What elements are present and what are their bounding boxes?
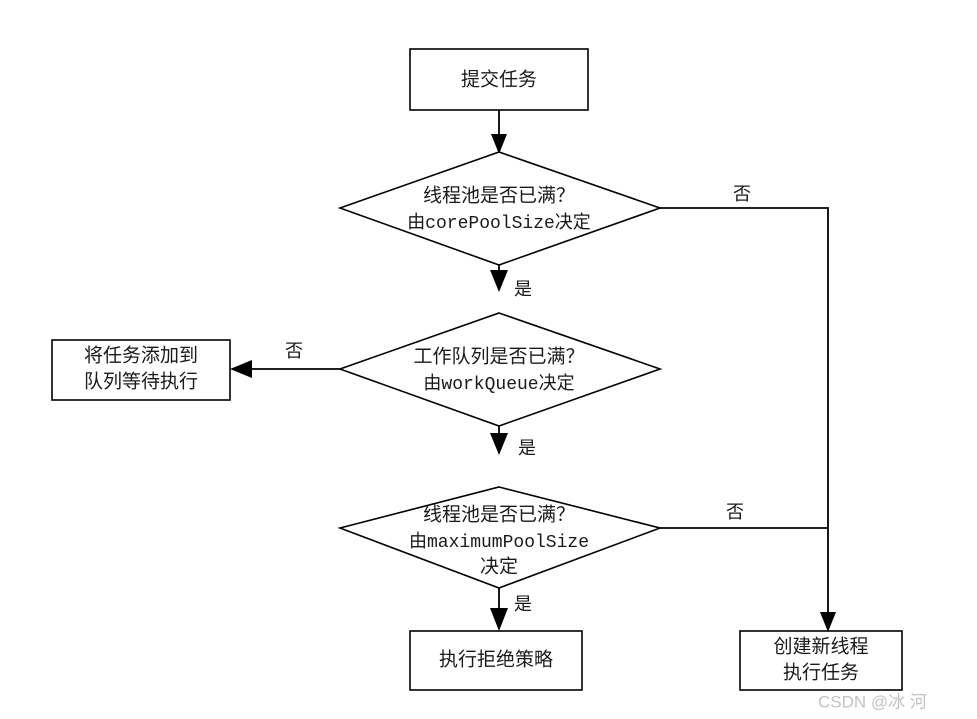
edge-queue-no-to-add	[230, 360, 340, 378]
edge-label-core-no: 否	[733, 184, 751, 204]
csdn-watermark: CSDN @冰 河	[818, 692, 927, 711]
node-core-pool-full-decision[interactable]: 线程池是否已满？ 由corePoolSize决定	[337, 151, 663, 266]
node-max-pool-full-line1: 线程池是否已满？	[423, 503, 575, 525]
node-submit-task-label: 提交任务	[461, 68, 537, 90]
edge-core-no-to-create-thread	[660, 207, 836, 632]
arrow-head-icon	[490, 270, 508, 292]
node-work-queue-full-line1: 工作队列是否已满？	[413, 345, 584, 367]
arrow-head-icon	[820, 612, 836, 632]
node-max-pool-full-line2: 由maximumPoolSize	[409, 531, 589, 553]
edge-label-core-yes: 是	[514, 279, 532, 299]
node-max-pool-full-line3: 决定	[480, 555, 518, 577]
node-create-thread-line2: 执行任务	[783, 661, 859, 683]
edge-label-queue-no: 否	[285, 341, 303, 361]
node-add-to-queue-line2: 队列等待执行	[84, 370, 198, 392]
arrow-head-icon	[490, 608, 508, 631]
node-work-queue-full-decision[interactable]: 工作队列是否已满？ 由workQueue决定	[337, 312, 663, 427]
edge-label-queue-yes: 是	[518, 438, 536, 458]
edge-label-max-no: 否	[726, 502, 744, 522]
node-core-pool-full-line1: 线程池是否已满？	[423, 184, 575, 206]
node-create-thread-line1: 创建新线程	[773, 635, 868, 657]
edge-submit-to-core	[491, 110, 507, 154]
node-create-thread[interactable]: 创建新线程 执行任务	[739, 630, 903, 691]
node-core-pool-full-line2: 由corePoolSize决定	[407, 212, 591, 234]
node-max-pool-full-decision[interactable]: 线程池是否已满？ 由maximumPoolSize 决定	[337, 486, 663, 589]
node-reject-policy-label: 执行拒绝策略	[439, 648, 553, 670]
arrow-head-icon	[230, 360, 252, 378]
arrow-head-icon	[490, 433, 508, 455]
node-submit-task[interactable]: 提交任务	[409, 48, 589, 111]
edge-max-yes-to-reject	[490, 588, 508, 631]
arrow-head-icon	[491, 134, 507, 154]
edge-queue-yes-to-max	[490, 426, 508, 455]
node-add-to-queue[interactable]: 将任务添加到 队列等待执行	[51, 339, 231, 401]
node-add-to-queue-line1: 将任务添加到	[84, 344, 198, 366]
edge-label-max-yes: 是	[514, 594, 532, 614]
node-work-queue-full-line2: 由workQueue决定	[423, 373, 574, 395]
edge-core-yes-to-queue	[490, 265, 508, 292]
node-reject-policy[interactable]: 执行拒绝策略	[409, 630, 583, 691]
